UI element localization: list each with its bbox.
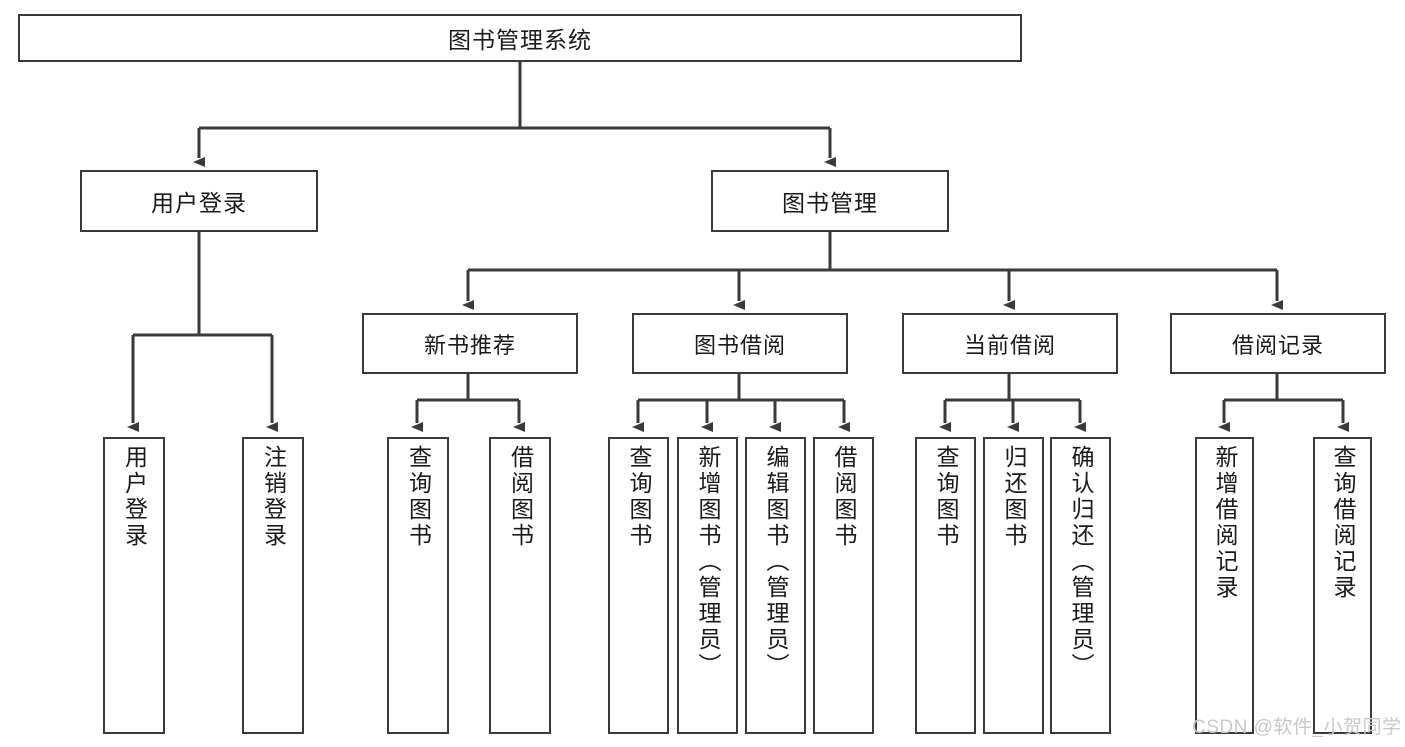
- node-label: 当前借阅: [963, 332, 1056, 358]
- node-label: 注销登录: [260, 445, 287, 549]
- leaf-add-book-admin[interactable]: 新增图书（管理员）: [677, 437, 738, 734]
- node-label: 图书借阅: [693, 332, 786, 358]
- leaf-logout[interactable]: 注销登录: [242, 437, 304, 734]
- node-label: 查询图书: [933, 445, 959, 549]
- node-label: 用户登录: [121, 445, 148, 549]
- node-label: 图书管理系统: [448, 27, 592, 53]
- leaf-borrow-book[interactable]: 借阅图书: [813, 437, 874, 734]
- node-label: 确认归还（管理员）: [1068, 445, 1094, 679]
- leaf-return-book[interactable]: 归还图书: [983, 437, 1044, 734]
- node-label: 查询借阅记录: [1330, 445, 1356, 601]
- node-root-book-management-system[interactable]: 图书管理系统: [18, 14, 1022, 62]
- node-label: 新增借阅记录: [1212, 445, 1238, 601]
- node-label: 新书推荐: [423, 332, 516, 358]
- node-label: 编辑图书（管理员）: [763, 445, 789, 679]
- node-new-book-recommendation[interactable]: 新书推荐: [362, 313, 578, 374]
- node-label: 图书管理: [782, 190, 878, 216]
- node-label: 用户登录: [151, 190, 247, 216]
- node-current-borrow[interactable]: 当前借阅: [902, 313, 1118, 374]
- leaf-query-book-borrow[interactable]: 查询图书: [608, 437, 669, 734]
- leaf-confirm-return-admin[interactable]: 确认归还（管理员）: [1050, 437, 1111, 734]
- node-label: 借阅图书: [507, 445, 534, 549]
- node-label: 查询图书: [626, 445, 652, 549]
- leaf-query-book-recommendation[interactable]: 查询图书: [387, 437, 449, 734]
- leaf-query-borrow-record[interactable]: 查询借阅记录: [1313, 437, 1372, 734]
- csdn-watermark: CSDN @软件_小贺同学: [1192, 717, 1402, 738]
- leaf-query-book-current[interactable]: 查询图书: [915, 437, 976, 734]
- node-borrow-record[interactable]: 借阅记录: [1170, 313, 1386, 374]
- node-label: 借阅图书: [831, 445, 857, 549]
- leaf-add-borrow-record[interactable]: 新增借阅记录: [1195, 437, 1254, 734]
- node-book-management[interactable]: 图书管理: [711, 170, 949, 232]
- node-user-login[interactable]: 用户登录: [80, 170, 318, 232]
- leaf-user-login[interactable]: 用户登录: [103, 437, 165, 734]
- node-label: 归还图书: [1001, 445, 1027, 549]
- node-book-borrow[interactable]: 图书借阅: [632, 313, 848, 374]
- node-label: 新增图书（管理员）: [695, 445, 721, 679]
- leaf-borrow-book-recommendation[interactable]: 借阅图书: [489, 437, 551, 734]
- node-label: 借阅记录: [1231, 332, 1324, 358]
- leaf-edit-book-admin[interactable]: 编辑图书（管理员）: [745, 437, 806, 734]
- node-label: 查询图书: [405, 445, 432, 549]
